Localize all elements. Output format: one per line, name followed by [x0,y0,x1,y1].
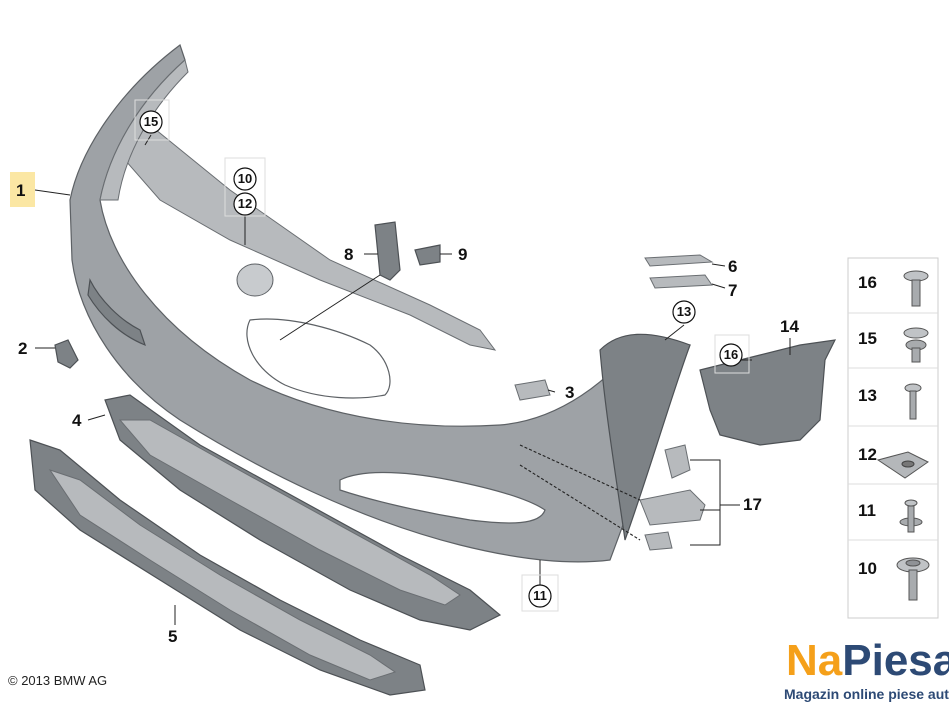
callout-11-circled[interactable]: 11 [521,574,559,612]
callout-13-circled[interactable]: 13 [672,300,696,324]
underbody-shield[interactable] [29,439,426,696]
svg-text:15: 15 [858,329,877,348]
callout-9[interactable]: 9 [458,245,467,264]
svg-text:NaPiesa: NaPiesa [786,636,949,685]
leader-lines [34,134,791,625]
callout-5[interactable]: 5 [168,627,177,646]
fastener-10[interactable]: 10 [858,557,930,601]
svg-text:13: 13 [858,386,877,405]
brand-logo: NaPiesa Magazin online piese auto [784,636,949,702]
svg-text:11: 11 [533,588,547,603]
callout-17[interactable]: 17 [743,495,762,514]
callout-14[interactable]: 14 [780,317,799,336]
part-17-trim-b[interactable] [639,489,706,526]
callout-1-highlight [10,172,35,207]
part-17-trim-c[interactable] [644,531,673,551]
callout-16-circled[interactable]: 16 [714,334,750,374]
callout-3[interactable]: 3 [565,383,574,402]
svg-text:16: 16 [724,347,738,362]
svg-text:16: 16 [858,273,877,292]
svg-text:13: 13 [677,304,691,319]
part-17-trim-a[interactable] [664,444,691,479]
callout-6[interactable]: 6 [728,257,737,276]
fastener-list: 16 15 13 12 11 [847,257,939,619]
svg-text:12: 12 [238,196,252,211]
svg-text:10: 10 [238,171,252,186]
callout-1[interactable]: 1 [16,181,25,200]
svg-text:12: 12 [858,445,877,464]
callout-4[interactable]: 4 [72,411,82,430]
callout-2[interactable]: 2 [18,339,27,358]
fastener-15[interactable]: 15 [848,327,938,369]
part-2-bracket[interactable] [54,339,79,369]
part-7-strip[interactable] [649,274,713,289]
part-8-bracket[interactable] [374,221,401,281]
callout-7[interactable]: 7 [728,281,737,300]
lower-guide-panel[interactable] [104,394,502,631]
fastener-13[interactable]: 13 [848,383,938,427]
bumper-cover[interactable] [69,44,691,563]
copyright: © 2013 BMW AG [8,673,107,688]
svg-text:15: 15 [144,114,158,129]
part-6-strip[interactable] [644,254,714,267]
part-3-cover-cap[interactable] [514,379,551,401]
svg-text:Magazin online piese auto: Magazin online piese auto [784,686,949,702]
callout-10-12-circled[interactable]: 10 12 [224,157,266,217]
fastener-16[interactable]: 16 [848,270,938,314]
fastener-11[interactable]: 11 [848,499,938,541]
callout-15-circled[interactable]: 15 [134,99,170,141]
svg-text:10: 10 [858,559,877,578]
fastener-12[interactable]: 12 [848,445,938,485]
part-9-clip[interactable] [414,244,441,266]
svg-text:11: 11 [858,501,876,520]
callout-8[interactable]: 8 [344,245,353,264]
